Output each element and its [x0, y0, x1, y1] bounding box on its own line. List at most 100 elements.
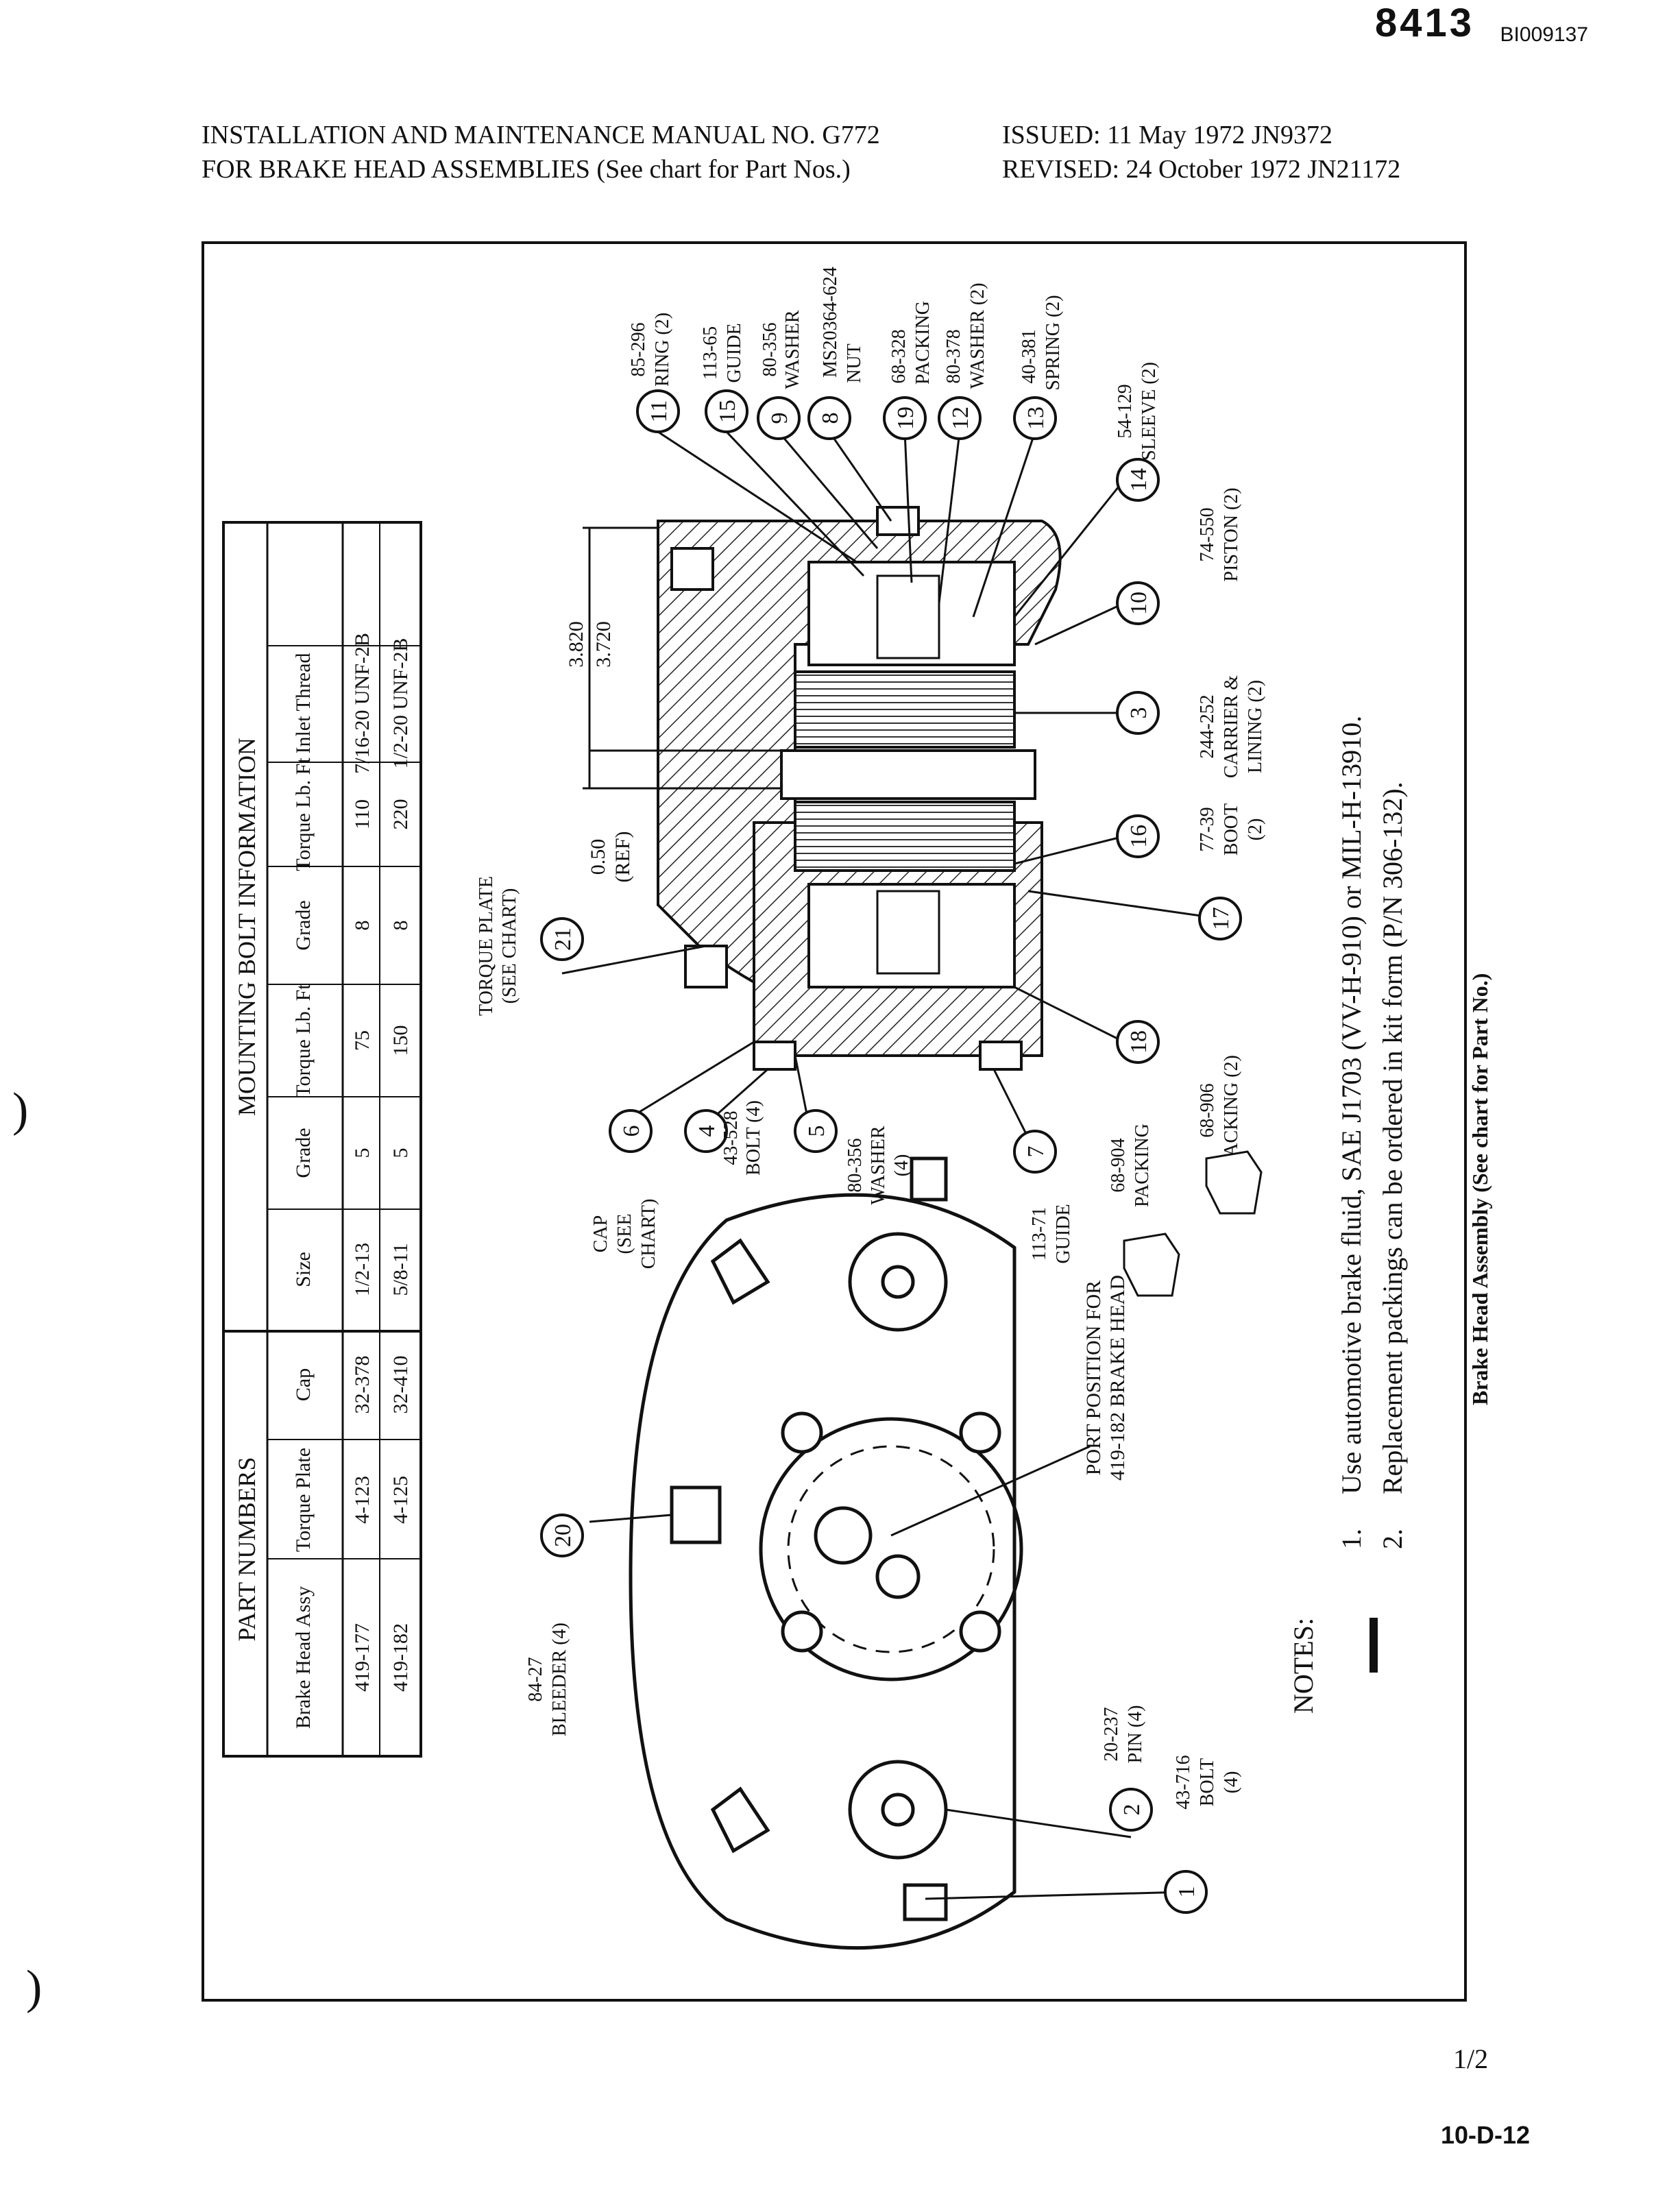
- note-number: 2.: [1377, 1529, 1408, 1549]
- table-cell: 32-410: [389, 1356, 412, 1414]
- callout-label: 80-378: [943, 329, 964, 383]
- header-issued: ISSUED: 11 May 1972 JN9372: [1002, 121, 1333, 149]
- callout-label: GUIDE: [724, 323, 745, 382]
- callout-number: 9: [767, 413, 792, 424]
- callout-number: 17: [1208, 907, 1234, 930]
- callout-number: 4: [694, 1126, 720, 1137]
- callout-label: SLEEVE (2): [1139, 362, 1160, 461]
- callout-label: CARRIER &: [1221, 675, 1242, 778]
- table-cell: 1/2-13: [351, 1243, 374, 1296]
- callout-number: 14: [1126, 468, 1152, 491]
- table-col-header: Cap: [292, 1368, 315, 1401]
- page-code: 10-D-12: [1441, 2121, 1531, 2149]
- table-col-header: Size: [292, 1252, 315, 1287]
- callout-label: PIN (4): [1125, 1705, 1146, 1764]
- table-cell: 4-125: [389, 1476, 412, 1524]
- note-text: Replacement packings can be ordered in k…: [1377, 781, 1408, 1494]
- callout-label: 43-528: [720, 1110, 742, 1165]
- margin-mark: ): [12, 1084, 29, 1137]
- document-number: 8413: [1374, 1, 1474, 45]
- callout-label: 68-906: [1197, 1083, 1218, 1137]
- port-position-line-2: 419-182 BRAKE HEAD: [1106, 1275, 1129, 1481]
- callout-number: 15: [715, 400, 740, 423]
- table-cell: 8: [389, 921, 412, 931]
- packing-note-number: 68-904: [1108, 1138, 1129, 1192]
- callout-number: 21: [550, 927, 576, 951]
- header-manual-title: INSTALLATION AND MAINTENANCE MANUAL NO. …: [202, 118, 880, 186]
- dimension-bottom: 3.720: [592, 621, 615, 668]
- header-manual-line-1: INSTALLATION AND MAINTENANCE MANUAL NO. …: [202, 121, 880, 149]
- callout-label: PISTON (2): [1221, 487, 1242, 581]
- table-cell: 419-177: [351, 1623, 374, 1692]
- callout-number: 1: [1174, 1886, 1200, 1898]
- callout-number: 5: [804, 1126, 829, 1137]
- table-cell: 5/8-11: [389, 1243, 412, 1296]
- callout-number: 2: [1119, 1804, 1145, 1816]
- table-cell: 7/16-20 UNF-2B: [351, 633, 374, 774]
- callout-label: (4): [1221, 1771, 1242, 1794]
- table-group-part-numbers: PART NUMBERS: [233, 1457, 260, 1642]
- callout-number: 12: [948, 406, 973, 430]
- callout-label: WASHER: [782, 310, 803, 389]
- table-col-header: Brake Head Assy: [292, 1586, 315, 1729]
- callout-number: 13: [1023, 406, 1049, 430]
- callout-number: 3: [1126, 707, 1152, 719]
- callout-label: PACKING: [912, 301, 934, 385]
- callout-number: 19: [893, 406, 918, 430]
- callout-label: CHART): [638, 1199, 659, 1270]
- table-cell: 8: [351, 921, 374, 931]
- callout-label: 77-39: [1197, 807, 1218, 851]
- table-cell: 150: [389, 1025, 412, 1056]
- callout-label: WASHER: [868, 1126, 889, 1204]
- callout-label: 113-71: [1029, 1207, 1050, 1261]
- callout-label: 244-252: [1197, 694, 1218, 758]
- callout-number: 7: [1023, 1146, 1049, 1158]
- document-id: BI009137: [1500, 23, 1588, 46]
- revision-bar: [1369, 1618, 1378, 1673]
- callout-label: WASHER (2): [967, 283, 988, 389]
- callout-label: RING (2): [652, 313, 673, 387]
- callout-label: CAP: [590, 1215, 611, 1252]
- callout-number: 6: [619, 1126, 644, 1137]
- callout-label: BOLT: [1197, 1758, 1218, 1807]
- header-dates: ISSUED: 11 May 1972 JN9372 REVISED: 24 O…: [1002, 118, 1400, 186]
- callout-label: GUIDE: [1053, 1204, 1074, 1263]
- callout-label: 113-65: [700, 326, 721, 380]
- section-view: [657, 506, 1062, 1071]
- table-col-header: Torque Lb. Ft: [292, 757, 315, 871]
- callout-label: BLEEDER (4): [549, 1623, 570, 1736]
- callout-label: (4): [891, 1154, 912, 1177]
- table-cell: 75: [351, 1030, 374, 1051]
- figure-frame: [202, 241, 1467, 2002]
- note-number: 1.: [1336, 1529, 1367, 1549]
- callout-number: 10: [1126, 592, 1152, 615]
- table-cell: 419-182: [389, 1623, 412, 1692]
- callout-label: NUT: [844, 343, 865, 383]
- table-group-mounting: MOUNTING BOLT INFORMATION: [233, 738, 260, 1116]
- callout-number: 11: [646, 400, 672, 423]
- callout-number: 8: [818, 413, 843, 424]
- callout-label: 74-550: [1197, 507, 1218, 561]
- table-col-header: Inlet Thread: [292, 653, 315, 754]
- callout-label: 20-237: [1101, 1707, 1122, 1761]
- page-number: 1/2: [1453, 2043, 1489, 2074]
- note-text: Use automotive brake fluid, SAE J1703 (V…: [1336, 716, 1367, 1494]
- callout-label: 54-129: [1115, 384, 1136, 438]
- table-col-header: Torque Lb. Ft: [292, 984, 315, 1097]
- figure-caption: Brake Head Assembly (See chart for Part …: [1468, 973, 1492, 1405]
- port-position-line-1: PORT POSITION FOR: [1082, 1280, 1105, 1475]
- table-cell: 220: [389, 799, 412, 830]
- table-col-header: Torque Plate: [292, 1448, 315, 1552]
- table-cell: 1/2-20 UNF-2B: [389, 638, 412, 769]
- part-numbers-table: [222, 521, 422, 1758]
- header-manual-line-2: FOR BRAKE HEAD ASSEMBLIES (See chart for…: [202, 155, 851, 184]
- dimension-ref-label: (REF): [611, 831, 634, 883]
- callout-number: 20: [550, 1524, 576, 1547]
- callout-label: TORQUE PLATE: [476, 876, 497, 1016]
- callout-label: 85-296: [628, 322, 649, 376]
- callout-label: 80-356: [844, 1138, 866, 1192]
- callout-label: 68-328: [888, 329, 910, 383]
- table-col-header: Grade: [292, 1128, 315, 1178]
- callout-label: BOLT (4): [743, 1100, 764, 1176]
- packing-note-label: PACKING: [1132, 1124, 1153, 1207]
